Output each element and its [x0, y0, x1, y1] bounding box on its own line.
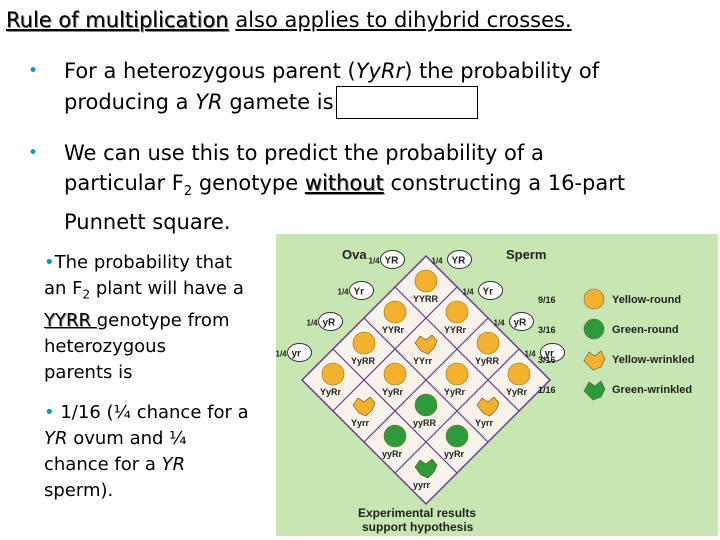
legend-ratio: 1/16	[538, 385, 556, 395]
answer-blank-box	[336, 86, 478, 119]
bullet-dot: •	[28, 56, 38, 86]
pea-round-yellow	[415, 270, 437, 292]
offspring-genotype: Yyrr	[351, 418, 370, 428]
pea-round-yellow	[384, 301, 406, 323]
title-underlined: Rule of multiplication	[6, 8, 229, 32]
offspring-genotype: YyRr	[320, 387, 342, 397]
pea-round-yellow	[508, 363, 530, 385]
pea-round-green	[446, 425, 468, 447]
offspring-genotype: yyrr	[413, 480, 431, 490]
pea-round-yellow	[477, 332, 499, 354]
legend-pea-wrinkled	[584, 381, 605, 400]
ova-probability: 1/4	[307, 319, 319, 328]
offspring-genotype: YyRR	[351, 356, 376, 366]
pea-round-yellow	[446, 301, 468, 323]
sperm-probability: 1/4	[432, 257, 444, 266]
pea-round-yellow	[384, 363, 406, 385]
legend-ratio: 3/16	[538, 355, 556, 365]
caption-line-1: Experimental results	[358, 506, 476, 520]
legend-ratio: 3/16	[538, 325, 556, 335]
ova-gamete-label: yr	[292, 349, 302, 360]
slide-title: Rule of multiplication also applies to d…	[6, 6, 718, 34]
sperm-probability: 1/4	[494, 319, 506, 328]
sperm-probability: 1/4	[525, 350, 537, 359]
ova-gamete-label: YR	[385, 256, 400, 267]
bullet-2: • We can use this to predict the probabi…	[64, 138, 625, 237]
ova-probability: 1/4	[369, 257, 381, 266]
legend-label: Green-round	[612, 324, 679, 336]
offspring-genotype: YyRr	[506, 387, 528, 397]
left-paragraph-2: • 1/16 (¼ chance for a YR ovum and ¼ cha…	[44, 400, 272, 504]
legend-label: Yellow-round	[612, 294, 681, 306]
ova-probability: 1/4	[338, 288, 350, 297]
ova-probability: 1/4	[276, 350, 287, 359]
sperm-label: Sperm	[506, 247, 546, 262]
left-paragraph-1: •The probability that an F2 plant will h…	[44, 250, 272, 386]
legend-label: Yellow-wrinkled	[612, 354, 695, 366]
offspring-genotype: yyRR	[413, 418, 437, 428]
legend-pea-wrinkled	[584, 351, 605, 370]
pea-round-yellow	[446, 363, 468, 385]
bullet-1-line-1: For a heterozygous parent (YyRr) the pro…	[64, 56, 599, 86]
legend-ratio: 9/16	[538, 295, 556, 305]
ova-gamete-label: Yr	[354, 287, 365, 298]
pea-round-green	[384, 425, 406, 447]
offspring-genotype: yyRr	[444, 449, 465, 459]
bullet-2-line-3: Punnett square.	[64, 207, 625, 237]
title-rest: also applies to dihybrid crosses.	[235, 8, 571, 32]
offspring-genotype: YYRr	[382, 325, 405, 335]
offspring-genotype: yyRr	[382, 449, 403, 459]
bullet-1: • For a heterozygous parent (YyRr) the p…	[64, 56, 599, 119]
sperm-probability: 1/4	[463, 288, 475, 297]
offspring-genotype: YyRr	[382, 387, 404, 397]
offspring-genotype: YYRR	[413, 294, 439, 304]
sperm-gamete-label: Yr	[483, 287, 494, 298]
pea-round-yellow	[353, 332, 375, 354]
pea-round-green	[415, 394, 437, 416]
legend-pea-round	[584, 319, 604, 339]
offspring-genotype: YYRr	[444, 325, 467, 335]
bullet-2-line-2: particular F2 genotype without construct…	[64, 168, 625, 207]
legend-label: Green-wrinkled	[612, 384, 692, 396]
offspring-genotype: Yyrr	[475, 418, 494, 428]
genotype-yyrr: YYRR	[44, 310, 97, 331]
ova-label: Ova	[342, 247, 367, 262]
sperm-gamete-label: yR	[514, 318, 528, 329]
bullet-dot: •	[28, 138, 38, 168]
emphasis-without: without	[305, 171, 384, 195]
offspring-genotype: YyRR	[475, 356, 500, 366]
bullet-2-line-1: We can use this to predict the probabili…	[64, 138, 625, 168]
legend-pea-round	[584, 289, 604, 309]
pea-round-yellow	[322, 363, 344, 385]
offspring-genotype: YyRr	[444, 387, 466, 397]
offspring-genotype: YYrr	[413, 356, 433, 366]
bullet-1-line-2: producing a YR gamete is	[64, 86, 599, 119]
ova-gamete-label: yR	[323, 318, 337, 329]
caption-line-2: support hypothesis	[362, 520, 474, 534]
sperm-gamete-label: YR	[452, 256, 467, 267]
